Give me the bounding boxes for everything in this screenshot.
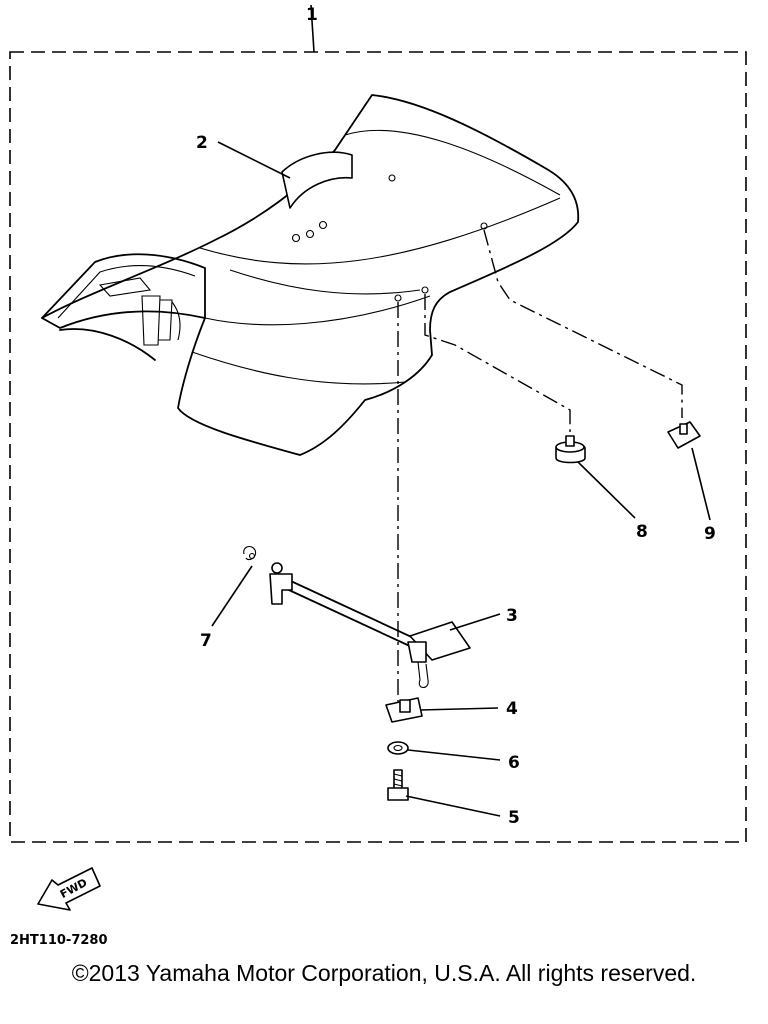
callout-1: 1 (306, 5, 318, 25)
leader-line-6 (407, 749, 501, 761)
leader-line-7 (211, 565, 253, 627)
seat-lock-rod-part (269, 562, 471, 689)
alignment-line-2 (424, 294, 571, 432)
seat-strap-part (281, 151, 353, 209)
callout-3: 3 (506, 606, 518, 626)
callout-9: 9 (704, 524, 716, 544)
callout-8: 8 (636, 522, 648, 542)
part-code: 2HT110-7280 (10, 933, 108, 948)
bracket-part (385, 697, 423, 723)
callout-2: 2 (196, 133, 208, 153)
callout-7: 7 (200, 631, 212, 651)
seat-assembly (41, 94, 580, 456)
damper-part (555, 435, 586, 464)
clip-nut-part (667, 421, 701, 449)
washer-part (387, 741, 409, 755)
leader-line-5 (405, 795, 501, 817)
callout-5: 5 (508, 808, 520, 828)
leader-line-3 (449, 613, 501, 631)
leader-line-9 (691, 447, 711, 521)
bolt-part (387, 769, 409, 801)
alignment-line-3 (483, 229, 683, 418)
callout-6: 6 (508, 753, 520, 773)
leader-line-1 (310, 4, 315, 53)
assembly-boundary (9, 51, 747, 843)
leader-line-8 (577, 461, 636, 519)
fwd-arrow-icon: FWD (37, 867, 101, 911)
leader-line-4 (419, 707, 499, 711)
clip-part (243, 545, 257, 561)
callout-4: 4 (506, 699, 518, 719)
leader-line-2 (217, 141, 291, 179)
copyright-notice: ©2013 Yamaha Motor Corporation, U.S.A. A… (71, 960, 697, 986)
